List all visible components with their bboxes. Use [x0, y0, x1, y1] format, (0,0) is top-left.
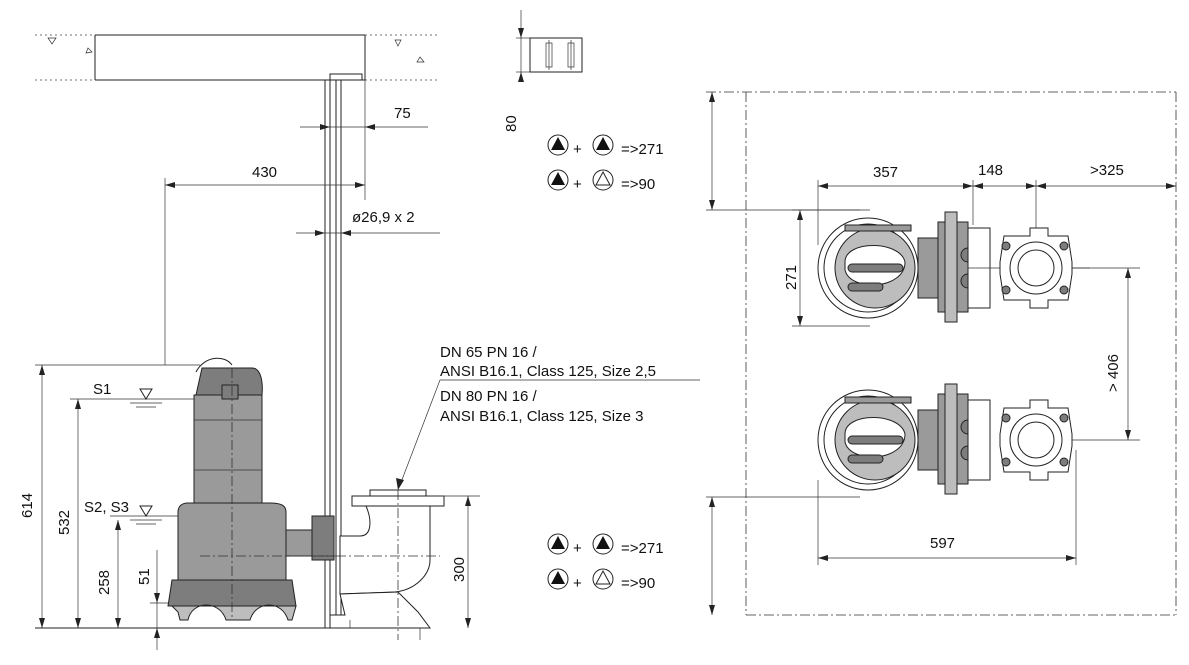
dim-75: 75 — [300, 80, 428, 200]
ceiling-slab — [35, 34, 440, 81]
dim-357-label: 357 — [873, 164, 898, 181]
dim-406-label: > 406 — [1105, 354, 1122, 392]
legend-bottom-row2: =>90 — [621, 575, 655, 592]
pump-plan-bottom — [817, 383, 1073, 495]
flange-line2: ANSI B16.1, Class 125, Size 2,5 — [440, 363, 656, 380]
dim-430: 430 — [164, 164, 365, 365]
dims-left: 614 532 258 51 — [19, 365, 175, 650]
dim-532-label: 532 — [56, 510, 73, 535]
level-triangle-icon — [547, 134, 569, 156]
flange-line1: DN 65 PN 16 / — [440, 344, 538, 361]
flange-line4: ANSI B16.1, Class 125, Size 3 — [440, 408, 643, 425]
dim-51-label: 51 — [136, 568, 153, 585]
plan-frame — [706, 91, 1177, 616]
level-triangle-icon — [547, 568, 569, 590]
dim-614-label: 614 — [19, 493, 36, 518]
pump-side-view — [167, 357, 340, 621]
flange-line3: DN 80 PN 16 / — [440, 388, 538, 405]
level-triangle-icon — [547, 533, 569, 555]
pump-plan-top — [817, 211, 1090, 323]
bracket-detail: 80 — [503, 10, 583, 132]
plan-dims-top: 357 148 >325 271 > 406 597 — [783, 162, 1176, 565]
legend-bottom-row1: =>271 — [621, 540, 664, 557]
level-s1: S1 — [93, 381, 111, 398]
flange-callout: DN 65 PN 16 / ANSI B16.1, Class 125, Siz… — [396, 344, 700, 490]
dim-300: 300 — [430, 495, 480, 628]
dim-75-label: 75 — [394, 105, 411, 122]
legend-top: + =>271 + =>90 — [547, 134, 664, 193]
legend-top-plus-2: + — [573, 176, 582, 193]
dim-80-label: 80 — [503, 115, 520, 132]
dim-271-label: 271 — [783, 265, 800, 290]
dim-258-label: 258 — [96, 570, 113, 595]
legend-bottom-plus-2: + — [573, 575, 582, 592]
level-triangle-icon — [592, 134, 614, 156]
dim-pipe-label: ø26,9 x 2 — [352, 209, 415, 226]
dim-430-label: 430 — [252, 164, 277, 181]
level-triangle-outline-icon — [592, 169, 614, 191]
legend-top-plus-1: + — [573, 141, 582, 158]
dim-300-label: 300 — [451, 557, 468, 582]
legend-top-row2: =>90 — [621, 176, 655, 193]
legend-top-row1: =>271 — [621, 141, 664, 158]
dim-325-label: >325 — [1090, 162, 1124, 179]
dim-148-label: 148 — [978, 162, 1003, 179]
dim-pipe: ø26,9 x 2 — [296, 209, 440, 236]
level-triangle-icon — [547, 169, 569, 191]
level-triangle-icon — [592, 533, 614, 555]
duckfoot-bend — [300, 489, 445, 640]
legend-bottom: + =>271 + =>90 — [547, 533, 664, 592]
dim-597-label: 597 — [930, 535, 955, 552]
legend-bottom-plus-1: + — [573, 540, 582, 557]
level-s23: S2, S3 — [84, 499, 129, 516]
level-triangle-outline-icon — [592, 568, 614, 590]
